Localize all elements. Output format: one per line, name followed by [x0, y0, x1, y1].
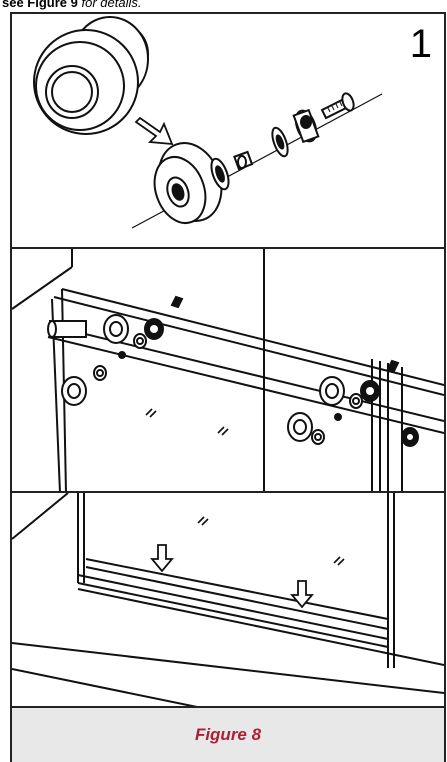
washer-icon [271, 126, 289, 158]
roller-assembly-panel: 1 [10, 12, 446, 249]
washer-icon [210, 157, 230, 191]
down-arrow-icon [150, 544, 174, 573]
roller-icon [103, 314, 129, 344]
figure-caption: Figure 8 [194, 725, 262, 744]
wheel-icon [153, 142, 223, 224]
door-bottom-diagram [12, 493, 444, 708]
roller-assembly-diagram [33, 16, 383, 229]
roller-icon [287, 412, 313, 442]
fixing-bolt-icon [401, 427, 419, 447]
roller-icon [61, 376, 87, 406]
caption-text: for details. [77, 0, 142, 10]
roller-icon [93, 365, 107, 381]
door-rollers-diagram [12, 249, 444, 493]
fixing-bolt-icon [144, 318, 164, 340]
top-caption: see Figure 9 for details. [2, 0, 141, 10]
figure-reference: see Figure 9 [2, 0, 78, 10]
direction-arrow-icon [134, 116, 174, 146]
roller-icon [133, 333, 147, 349]
spacer-icon [233, 150, 254, 171]
down-arrow-icon [290, 580, 314, 609]
screw-icon [320, 92, 355, 120]
door-bottom-panel [10, 491, 446, 708]
roller-icon [319, 376, 345, 406]
door-rollers-panel [10, 247, 446, 493]
bracket-icon [292, 108, 320, 144]
roller-icon [349, 393, 363, 409]
step-number: 1 [409, 22, 432, 66]
fixing-bolt-icon [360, 380, 380, 402]
screw-icon [170, 295, 184, 309]
assembled-roller-icon [33, 16, 149, 135]
glass-hatch-marks [197, 516, 345, 566]
roller-icon [311, 429, 325, 445]
glass-hatch-marks [145, 408, 229, 436]
screw-icon [386, 359, 400, 373]
figure-caption-panel: Figure 8 [10, 706, 446, 762]
